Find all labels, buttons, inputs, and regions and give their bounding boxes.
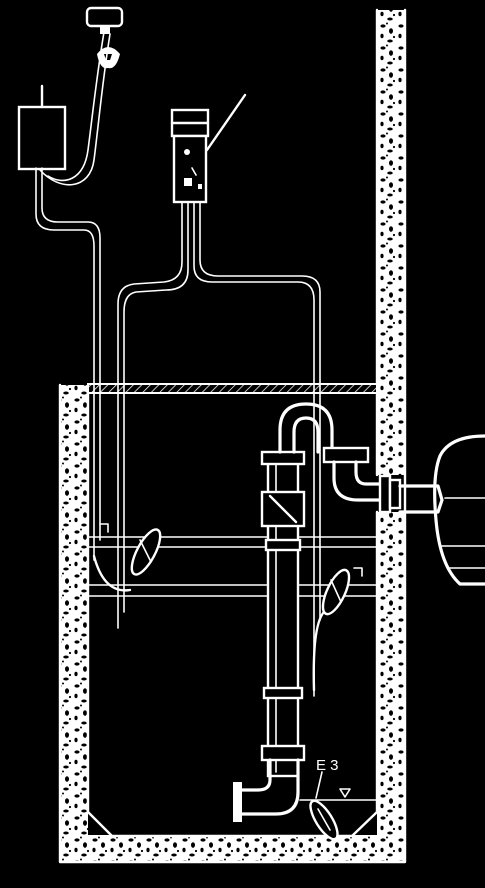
receiving-chamber bbox=[433, 434, 485, 586]
power-cables bbox=[35, 31, 321, 697]
concrete-walls bbox=[58, 8, 407, 864]
control-box bbox=[17, 84, 67, 171]
pump-assembly bbox=[233, 402, 444, 822]
float-switch-right bbox=[312, 568, 351, 692]
float-switch-e3: E 3 bbox=[309, 757, 339, 841]
float-switch-upper-left bbox=[92, 528, 162, 592]
switch-unit bbox=[170, 93, 247, 204]
wall-socket bbox=[85, 6, 124, 69]
sensor-label: E 3 bbox=[316, 757, 339, 774]
pit-cover bbox=[87, 383, 378, 394]
